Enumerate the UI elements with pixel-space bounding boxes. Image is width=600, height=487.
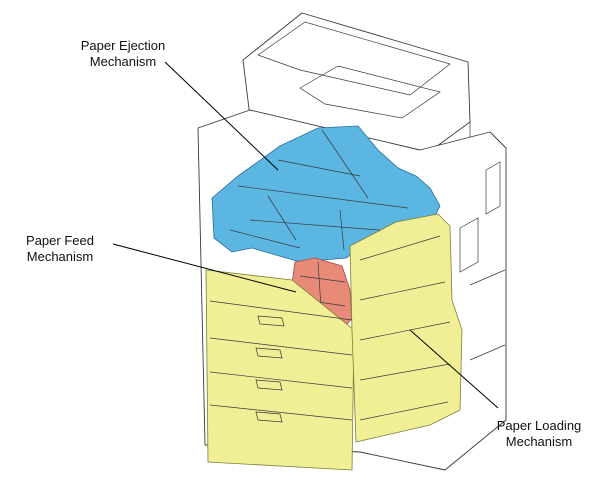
paper-loading-mechanism — [205, 213, 463, 471]
paper-ejection-label: Paper Ejection Mechanism — [58, 38, 188, 70]
paper-feed-label-line1: Paper Feed — [26, 233, 94, 248]
paper-ejection-shape — [211, 125, 441, 263]
paper-loading-side-unit — [349, 213, 463, 443]
feed-leader-line — [112, 243, 297, 293]
paper-feed-label: Paper Feed Mechanism — [10, 233, 110, 265]
ejection-leader-line — [164, 61, 279, 171]
loading-leader-line — [409, 329, 499, 409]
paper-ejection-label-line1: Paper Ejection — [80, 38, 166, 53]
paper-feed-label-line2: Mechanism — [26, 249, 94, 264]
paper-loading-label: Paper Loading Mechanism — [484, 418, 594, 450]
paper-loading-label-line1: Paper Loading — [496, 418, 582, 433]
paper-tray-stack — [205, 269, 355, 471]
paper-loading-label-line2: Mechanism — [505, 434, 573, 449]
paper-ejection-label-line2: Mechanism — [89, 54, 157, 69]
paper-ejection-mechanism — [211, 125, 441, 263]
